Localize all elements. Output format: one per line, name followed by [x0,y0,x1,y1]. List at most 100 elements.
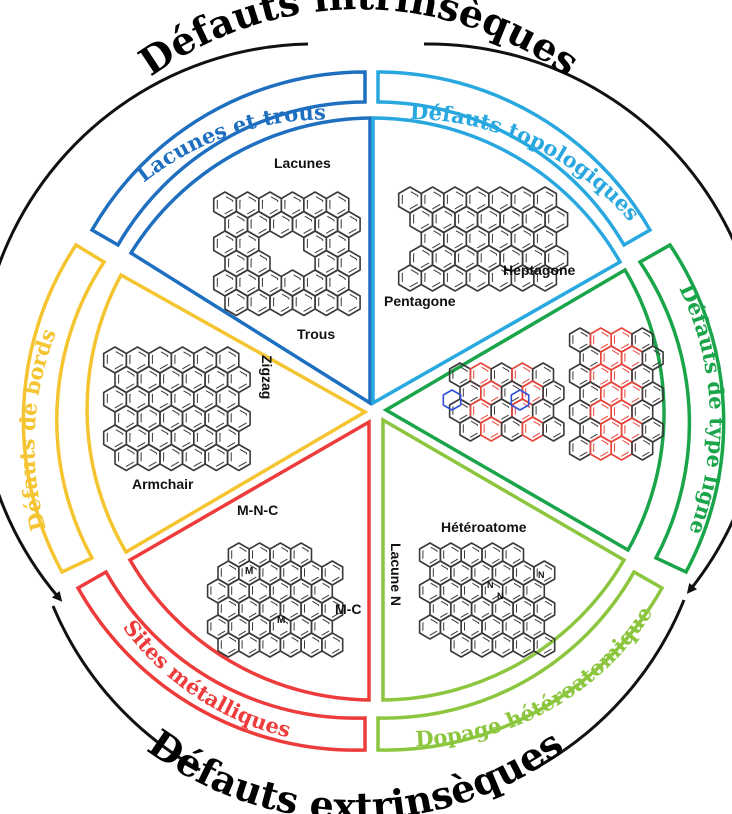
hexagon-bond [484,582,500,600]
hexagon-bond [252,546,268,564]
hexagon-bond [462,384,478,402]
hexagon-bond [494,402,510,420]
hexagon-bond [469,268,486,288]
hexagon-bond [318,254,335,273]
hexagon-bond [208,409,225,428]
hexagon-ring [226,443,251,472]
molecule-dopage [418,542,556,658]
hexagon-bond [473,402,489,420]
hexagon-bond [185,448,202,467]
hexagon-bond [250,215,267,234]
label-n2: N [497,591,504,601]
label-mc: M-C [335,601,361,617]
hexagon-bond [464,546,480,564]
molecule-metalliques [206,542,344,658]
hexagon-bond [514,229,531,249]
hexagon-bond [216,195,234,215]
hexagon-bond [118,409,135,428]
hexagon-bond [283,564,299,582]
hexagon-bond [219,389,236,409]
hexagon-bond [272,582,288,600]
molecule-bords [102,346,251,472]
hexagon-bond [151,389,169,409]
wedge-ligne [382,267,666,553]
hexagon-bond [484,618,500,636]
hexagon-bond [231,582,247,600]
hexagon-bond [241,564,257,582]
hexagon-bond [220,600,236,618]
hexagon-bond [140,448,157,467]
hexagon-ring [321,632,344,658]
hexagon-bond [634,367,650,385]
hexagon-bond [185,370,202,389]
hexagon-bond [424,229,441,249]
hexagon-bond [452,366,468,384]
hexagon-bond [231,618,247,636]
hexagon-bond [453,564,469,582]
hexagon-ring [533,632,556,658]
hexagon-bond [314,618,330,636]
hexagon-bond [624,349,640,367]
hexagon-ring [631,435,654,461]
hexagon-bond [483,384,499,402]
hexagon-bond [231,546,247,564]
hexagon-bond [495,564,511,582]
hexagon-bond [230,370,247,389]
hexagon-bond [614,367,630,385]
hexagon-bond [118,370,135,389]
hexagon-bond [340,215,357,234]
hexagon-bond [645,421,661,439]
hexagon-bond [208,370,225,389]
hexagon-bond [283,600,299,618]
molecule-lacunes-trous [212,191,361,317]
hexagon-bond [504,420,520,438]
hexagon-bond [324,636,340,654]
hexagon-bond [340,293,357,312]
hexagon-bond [293,546,309,564]
right-arrow-arc [423,42,732,594]
hexagon-bond [424,268,441,288]
hexagon-bond [474,600,490,618]
label-heptagone: Heptagone [503,262,576,278]
hexagon-bond [129,428,146,448]
hexagon-bond [572,367,588,385]
band-dopage [376,569,665,752]
hexagon-bond [304,600,320,618]
label-lacune-n: Lacune N [388,543,404,606]
hexagon-bond [526,618,542,636]
hexagon-bond [196,350,214,370]
hexagon-bond [262,564,278,582]
hexagon-bond [536,190,554,210]
bottom-right-arc [531,599,686,772]
hexagon-bond [210,618,226,636]
hexagon-bond [324,564,340,582]
hexagon-bond [572,439,588,457]
label-heteroatome: Hétéroatome [441,519,527,535]
hexagon-bond [495,636,511,654]
hexagon-bond [634,331,650,349]
hexagon-bond [401,268,419,288]
hexagon-bond [516,564,532,582]
label-n3: N [538,570,545,580]
hexagon-bond [483,420,499,438]
hexagon-bond [241,600,257,618]
band-topologiques [376,70,653,248]
hexagon-bond [422,582,438,600]
segment-wedges [85,116,666,702]
hexagon-bond [491,229,509,249]
hexagon-bond [230,448,247,467]
hexagon-bond [228,215,245,234]
hexagon-bond [593,439,609,457]
segment-bands [21,70,726,752]
hexagon-bond [453,636,469,654]
hexagon-bond [196,428,214,448]
hexagon-bond [228,254,245,273]
hexagon-bond [473,366,489,384]
hexagon-bond [464,582,480,600]
hexagon-ring [510,389,530,411]
hexagon-bond [422,546,438,564]
hexagon-bond [295,293,312,312]
hexagon-bond [503,249,520,268]
hexagon-bond [239,234,256,254]
